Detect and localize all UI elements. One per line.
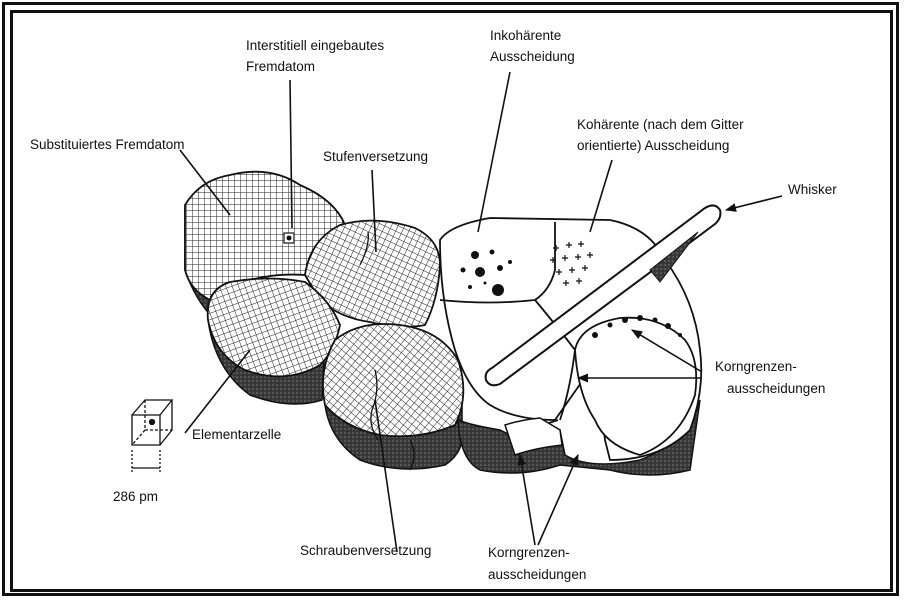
- interstitial-atom: [284, 233, 294, 243]
- label-substituiertes: Substituiertes Fremdatom: [30, 135, 185, 154]
- grain-screw-dislocation: [323, 324, 463, 436]
- label-inkohaerente-line2: Ausscheidung: [490, 47, 575, 66]
- label-interstitial-line2: Fremdatom: [246, 57, 315, 76]
- unit-cell-cube: [132, 400, 172, 472]
- label-stufen: Stufenversetzung: [323, 147, 428, 166]
- label-korngrenzen-right-line1: Korngrenzen-: [715, 357, 797, 376]
- label-interstitial-line1: Interstitiell eingebautes: [246, 36, 384, 55]
- label-schrauben: Schraubenversetzung: [300, 541, 431, 560]
- label-korngrenzen-bottom-line2: ausscheidungen: [488, 565, 586, 584]
- label-kohaerente-line1: Kohärente (nach dem Gitter: [577, 115, 744, 134]
- label-whisker: Whisker: [788, 180, 837, 199]
- label-kohaerente-line2: orientierte) Ausscheidung: [577, 136, 729, 155]
- label-scale: 286 pm: [113, 487, 158, 506]
- label-inkohaerente-line1: Inkohärente: [490, 26, 561, 45]
- label-korngrenzen-bottom-line1: Korngrenzen-: [488, 543, 570, 562]
- label-korngrenzen-right-line2: ausscheidungen: [727, 379, 825, 398]
- label-elementarzelle: Elementarzelle: [192, 425, 281, 444]
